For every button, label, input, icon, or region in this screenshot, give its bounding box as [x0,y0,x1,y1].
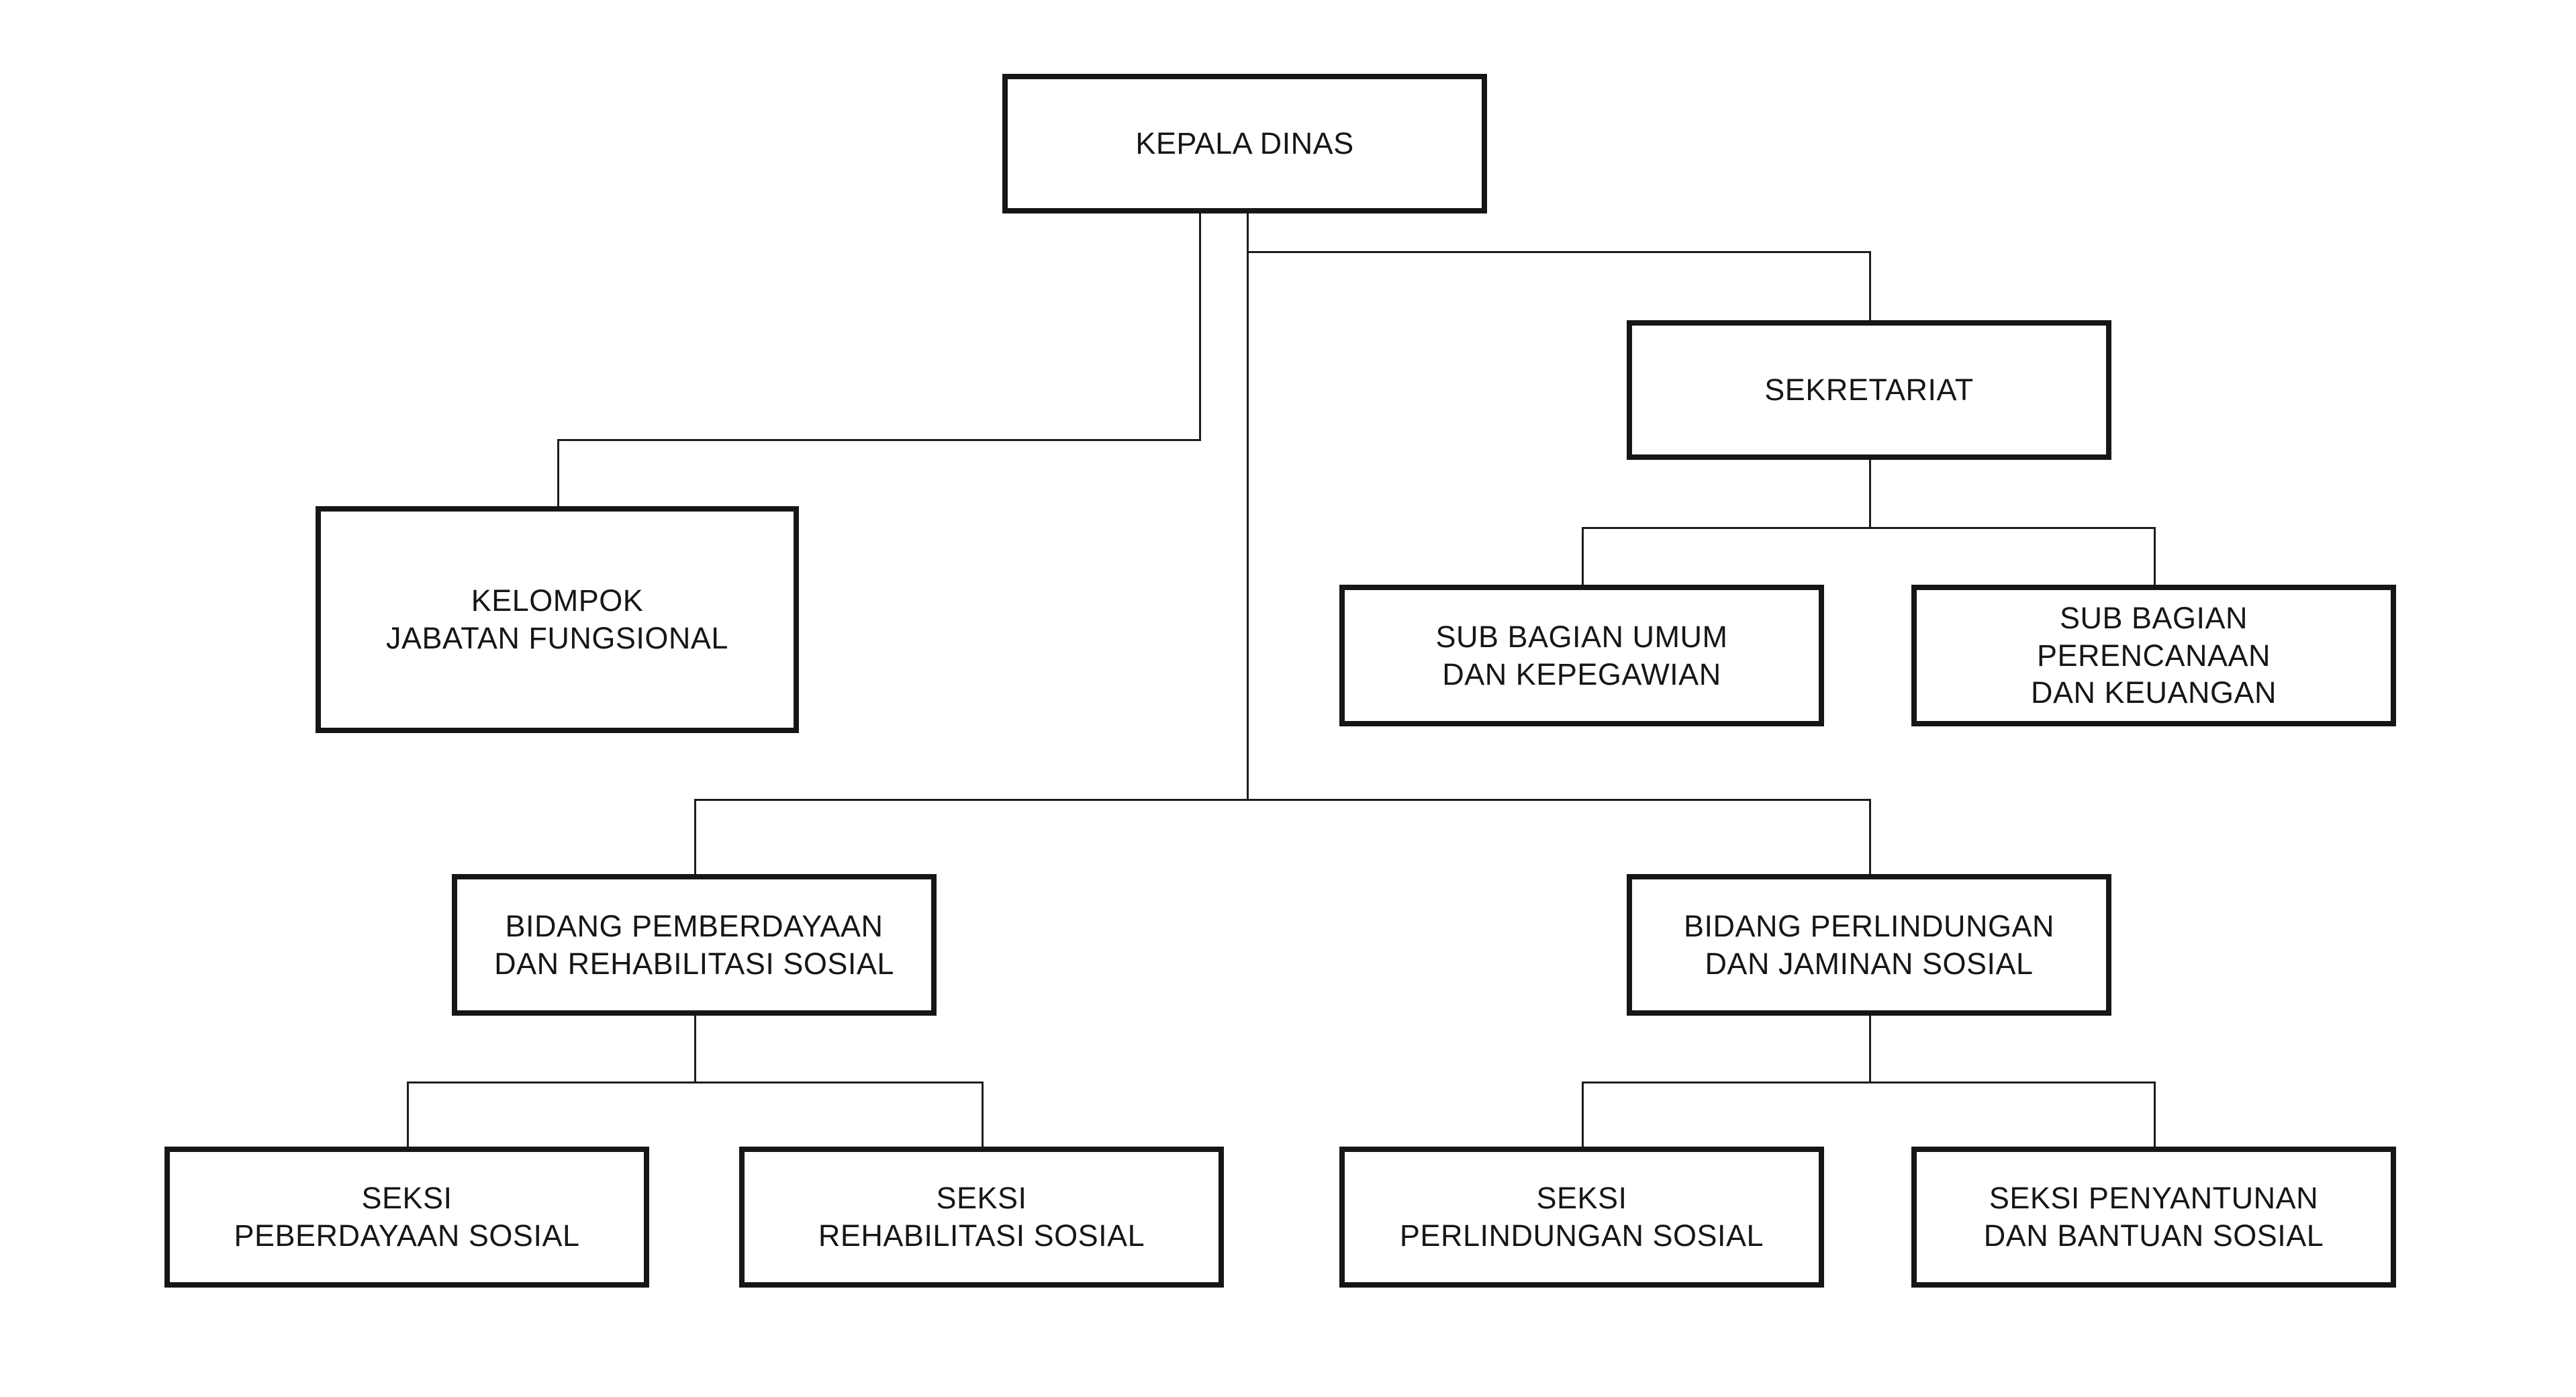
connector-sub-umum-drop [1582,527,1584,586]
connector-bidang-pemberdayaan-drop [694,799,696,875]
connector-kepala-center-spine [1247,213,1249,801]
org-node-label: BIDANG PEMBERDAYAAN DAN REHABILITASI SOS… [494,908,894,981]
connector-kelompok-drop [557,439,559,508]
org-node-label: SEKSI PEBERDAYAAN SOSIAL [234,1181,580,1253]
connector-seksi-right-horizontal [1582,1081,2156,1083]
connector-sekretariat-drop [1869,251,1871,322]
org-node-label: BIDANG PERLINDUNGAN DAN JAMINAN SOSIAL [1683,908,2055,981]
connector-seksi-peberdayaan-drop [407,1081,409,1148]
org-node-sub-bagian-perencanaan: SUB BAGIAN PERENCANAAN DAN KEUANGAN [1911,585,2396,726]
org-node-kelompok-jabatan-fungsional: KELOMPOK JABATAN FUNGSIONAL [316,506,799,733]
connector-seksi-perlindungan-drop [1582,1081,1584,1148]
org-node-label: SUB BAGIAN UMUM DAN KEPEGAWIAN [1435,619,1728,691]
connector-kepala-to-kelompok-vertical [1199,213,1201,441]
org-node-label: SEKRETARIAT [1764,373,1974,407]
connector-bidang-perlindungan-drop [1869,799,1871,875]
org-node-label: KELOMPOK JABATAN FUNGSIONAL [386,583,728,655]
connector-subbagian-horizontal [1582,527,2156,529]
connector-bidang-horizontal [694,799,1871,801]
org-node-label: SEKSI PENYANTUNAN DAN BANTUAN SOSIAL [1983,1181,2324,1253]
org-node-seksi-penyantunan: SEKSI PENYANTUNAN DAN BANTUAN SOSIAL [1911,1147,2396,1288]
org-node-label: SEKSI PERLINDUNGAN SOSIAL [1399,1181,1764,1253]
connector-seksi-penyantunan-drop [2154,1081,2156,1148]
org-node-label: KEPALA DINAS [1135,126,1354,161]
connector-perlindungan-bottom [1869,1016,1871,1083]
org-node-bidang-pemberdayaan: BIDANG PEMBERDAYAAN DAN REHABILITASI SOS… [452,874,937,1016]
org-node-seksi-rehabilitasi: SEKSI REHABILITASI SOSIAL [739,1147,1224,1288]
connector-kelompok-horizontal [557,439,1201,441]
connector-sub-perencanaan-drop [2154,527,2156,586]
org-node-label: SEKSI REHABILITASI SOSIAL [818,1181,1145,1253]
org-node-sub-bagian-umum: SUB BAGIAN UMUM DAN KEPEGAWIAN [1339,585,1824,726]
connector-seksi-rehabilitasi-drop [982,1081,984,1148]
org-node-bidang-perlindungan: BIDANG PERLINDUNGAN DAN JAMINAN SOSIAL [1627,874,2111,1016]
connector-sekretariat-bottom [1869,460,1871,529]
org-node-label: SUB BAGIAN PERENCANAAN DAN KEUANGAN [2030,600,2277,710]
connector-sekretariat-horizontal [1247,251,1871,253]
connector-pemberdayaan-bottom [694,1016,696,1083]
org-node-kepala-dinas: KEPALA DINAS [1002,74,1487,213]
connector-seksi-left-horizontal [407,1081,984,1083]
org-node-seksi-peberdayaan: SEKSI PEBERDAYAAN SOSIAL [164,1147,649,1288]
org-node-sekretariat: SEKRETARIAT [1627,320,2111,460]
org-node-seksi-perlindungan: SEKSI PERLINDUNGAN SOSIAL [1339,1147,1824,1288]
